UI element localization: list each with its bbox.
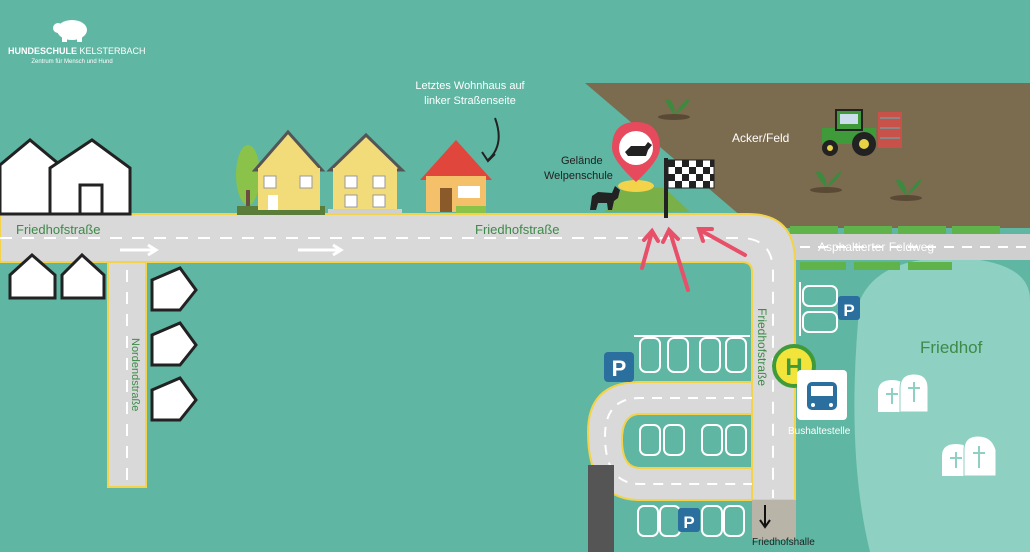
parking-loop-road [586, 381, 753, 501]
finish-flag-icon [664, 158, 715, 218]
dog-icon [590, 186, 620, 210]
parking-symbol: P [612, 356, 627, 381]
label-welpenschule: Welpenschule [544, 170, 613, 182]
colored-houses [236, 129, 492, 215]
grass-strip [790, 226, 1000, 270]
label-acker: Acker/Feld [732, 131, 789, 145]
field-area [585, 83, 1030, 228]
entrance-arrows [640, 226, 747, 292]
parking-symbol: P [683, 513, 694, 532]
brand-name: HUNDESCHULE KELSTERBACH [8, 46, 146, 56]
parking-symbol: P [843, 301, 854, 320]
friedhofshalle-area [752, 500, 796, 540]
brand-tagline: Zentrum für Mensch und Hund [31, 59, 112, 65]
annotation-arrow [487, 117, 500, 161]
street-label-friedhofstrasse: Friedhofstraße [16, 222, 101, 237]
parking-car-icon [637, 285, 838, 537]
label-gelaende: Gelände [561, 155, 603, 167]
street-label-friedhofstrasse-vertical: Friedhofstraße [755, 308, 769, 386]
plant-icon [658, 99, 922, 201]
label-letztes-wohnhaus: Letztes Wohnhaus auf [415, 80, 525, 92]
label-bushaltestelle: Bushaltestelle [788, 426, 851, 437]
turtle-icon [53, 20, 87, 42]
street-label-friedhofstrasse: Friedhofstraße [475, 222, 560, 237]
label-linker-strassenseite: linker Straßenseite [424, 95, 516, 107]
label-asphalt-feldweg: Asphaltierter Feldweg [818, 240, 934, 254]
direction-arrow [120, 243, 344, 257]
street-label-nordendstrasse: Nordendstraße [129, 338, 141, 411]
label-friedhof: Friedhof [920, 338, 983, 357]
label-friedhofshalle: Friedhofshalle [752, 537, 815, 548]
dark-path [588, 465, 614, 552]
cemetery-area [854, 257, 1030, 552]
bus-icon [797, 370, 847, 420]
house-icon [0, 138, 132, 300]
parking-sign-icon [604, 296, 860, 532]
house-side-icon [150, 266, 198, 422]
welpenschule-ground [605, 185, 690, 212]
tractor-icon [822, 109, 902, 156]
